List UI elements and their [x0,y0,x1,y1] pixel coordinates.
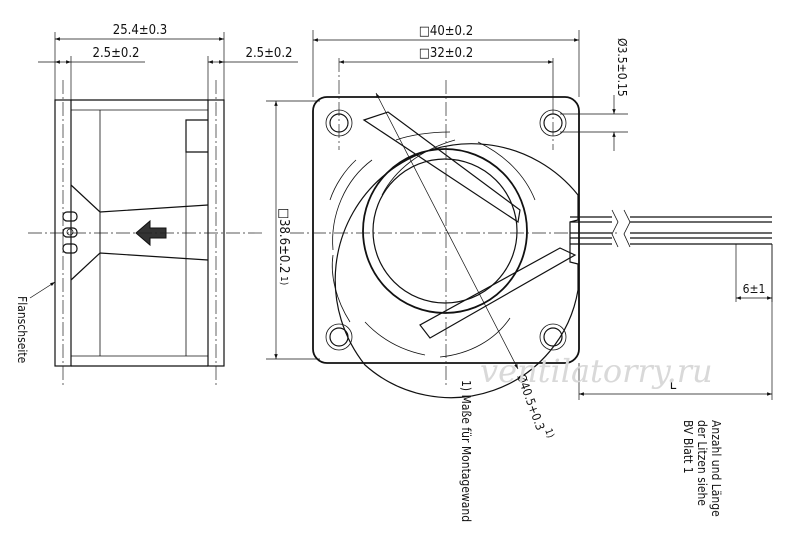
svg-text:BV Blatt 1: BV Blatt 1 [681,420,695,474]
flange-side-label: Flanschseite [15,296,29,364]
cable-clip [62,211,78,254]
watermark: ventilatorry.ru [480,352,713,390]
svg-text:der Litzen siehe: der Litzen siehe [695,420,709,506]
hole-diameter-dimension: Ø3.5±0.15 [615,38,629,97]
front-view: □40±0.2 □32±0.2 Ø3.5±0.15 □38.6±0.2 1) Ø… [266,24,773,440]
venturi-note-ref: 1) [542,427,555,439]
lead-wires [570,209,772,248]
mounting-hole [325,323,353,351]
footnote-mounting-wall: 1) Maße für Montagewand [459,380,473,522]
mount-size-dimension: □38.6±0.2 [276,208,291,273]
frame-size-dimension: □40±0.2 [419,24,473,39]
mounting-hole [539,323,567,351]
side-view: 25.4±0.3 2.5±0.2 2.5±0.2 Flanschseite [15,23,298,385]
mount-size-note-ref: 1) [278,276,289,285]
svg-text:Anzahl und Länge: Anzahl und Länge [709,420,723,517]
right-flange-dimension: 2.5±0.2 [246,46,293,61]
wire-strip-dimension: 6±1 [743,282,766,296]
lead-length-dimension: L [670,378,677,393]
leads-note: Anzahl und Länge der Litzen siehe BV Bla… [681,420,723,517]
left-flange-dimension: 2.5±0.2 [93,46,140,61]
depth-dimension: 25.4±0.3 [113,23,167,38]
hole-spacing-dimension: □32±0.2 [419,46,473,61]
